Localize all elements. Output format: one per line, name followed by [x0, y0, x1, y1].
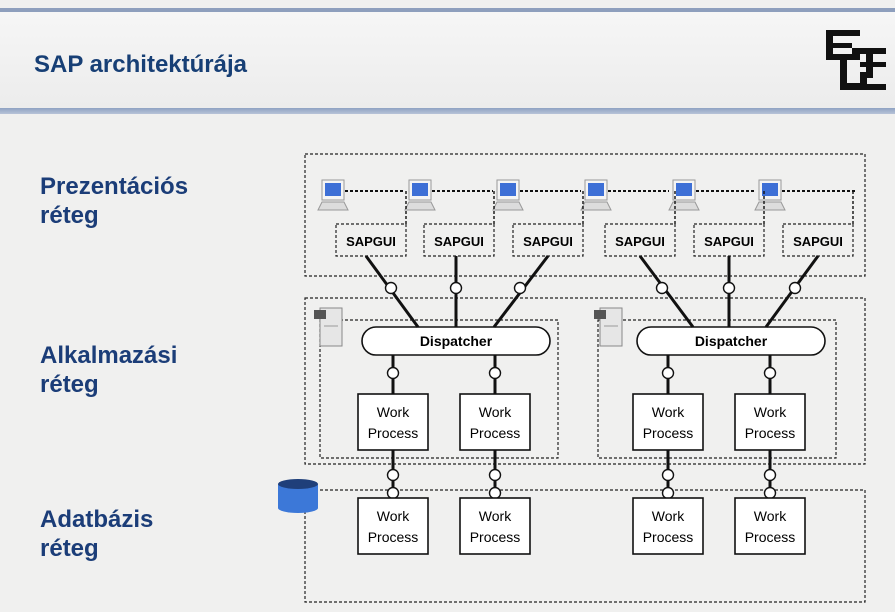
dispatcher-label-2: Dispatcher	[695, 333, 768, 349]
client-1-keyboard	[317, 201, 349, 211]
dispatcher-2	[636, 326, 826, 356]
top-accent-bar	[0, 8, 895, 12]
db-work-process-4-label-bottom: Process	[745, 529, 796, 545]
db-connector-3	[661, 486, 675, 500]
sapgui-label-6: SAPGUI	[793, 234, 843, 249]
gui-link-connector-1	[384, 281, 398, 295]
layer-label-database: Adatbázis réteg	[40, 506, 154, 562]
slide-title: SAP architektúrája	[34, 51, 247, 78]
client-3-keyboard	[492, 201, 524, 211]
slide-header	[0, 12, 895, 109]
sapgui-box-2	[423, 223, 495, 257]
client-4-keyboard	[580, 201, 612, 211]
gui-link-connector-4	[655, 281, 669, 295]
client-1-screen	[325, 183, 341, 196]
dispatcher-label-1: Dispatcher	[420, 333, 493, 349]
elte-logo	[826, 30, 886, 90]
client-6-keyboard	[754, 201, 786, 211]
layer-label-presentation: Prezentációs réteg	[40, 173, 189, 229]
db-connector-1	[386, 486, 400, 500]
sapgui-label-3: SAPGUI	[523, 234, 573, 249]
sapgui-label-5: SAPGUI	[704, 234, 754, 249]
sapgui-label-1: SAPGUI	[346, 234, 396, 249]
app-server-icon-1-front	[314, 310, 326, 319]
db-work-process-3-label-top: Work	[652, 508, 685, 524]
app-server-frame-2	[597, 319, 837, 459]
client-2-keyboard	[404, 201, 436, 211]
sapgui-label-2: SAPGUI	[434, 234, 484, 249]
db-connector-2	[488, 486, 502, 500]
gui-link-connector-6	[788, 281, 802, 295]
app-server-icon-2-front	[594, 310, 606, 319]
db-work-process-2	[459, 497, 531, 555]
app-work-process-1-2-label-top: Work	[479, 404, 512, 420]
gui-link-connector-5	[722, 281, 736, 295]
app-db-connector-4	[763, 468, 777, 482]
gui-link-connector-3	[513, 281, 527, 295]
app-work-process-1-1	[357, 393, 429, 451]
app-work-process-2-2-label-bottom: Process	[745, 425, 796, 441]
client-3-screen	[500, 183, 516, 196]
database-icon-bottom	[278, 503, 318, 513]
app-work-process-2-1-label-bottom: Process	[643, 425, 694, 441]
client-5-keyboard	[668, 201, 700, 211]
header-divider	[0, 108, 895, 114]
app-connector-2-1	[661, 366, 675, 380]
app-connector-1-1	[386, 366, 400, 380]
db-work-process-1	[357, 497, 429, 555]
app-connector-1-2	[488, 366, 502, 380]
client-4-screen	[588, 183, 604, 196]
db-connector-4	[763, 486, 777, 500]
app-work-process-1-2-label-bottom: Process	[470, 425, 521, 441]
app-connector-2-2	[763, 366, 777, 380]
app-db-connector-2	[488, 468, 502, 482]
app-work-process-2-1	[632, 393, 704, 451]
db-work-process-2-label-bottom: Process	[470, 529, 521, 545]
app-work-process-1-2	[459, 393, 531, 451]
app-db-connector-3	[661, 468, 675, 482]
database-icon-top	[278, 479, 318, 489]
app-work-process-2-1-label-top: Work	[652, 404, 685, 420]
database-layer-frame	[304, 489, 866, 603]
db-work-process-3	[632, 497, 704, 555]
db-work-process-4	[734, 497, 806, 555]
db-work-process-4-label-top: Work	[754, 508, 787, 524]
db-work-process-3-label-bottom: Process	[643, 529, 694, 545]
layer-label-application: Alkalmazási réteg	[40, 342, 178, 398]
app-db-connector-1	[386, 468, 400, 482]
sapgui-box-1	[335, 223, 407, 257]
app-work-process-2-2	[734, 393, 806, 451]
sapgui-label-4: SAPGUI	[615, 234, 665, 249]
app-work-process-1-1-label-bottom: Process	[368, 425, 419, 441]
db-work-process-2-label-top: Work	[479, 508, 512, 524]
db-work-process-1-label-top: Work	[377, 508, 410, 524]
client-2-screen	[412, 183, 428, 196]
client-6-screen	[762, 183, 778, 196]
app-server-frame-1	[319, 319, 559, 459]
gui-link-connector-2	[449, 281, 463, 295]
app-work-process-2-2-label-top: Work	[754, 404, 787, 420]
presentation-layer-frame	[304, 153, 866, 277]
db-work-process-1-label-bottom: Process	[368, 529, 419, 545]
application-layer-frame	[304, 297, 866, 465]
app-work-process-1-1-label-top: Work	[377, 404, 410, 420]
client-5-screen	[676, 183, 692, 196]
